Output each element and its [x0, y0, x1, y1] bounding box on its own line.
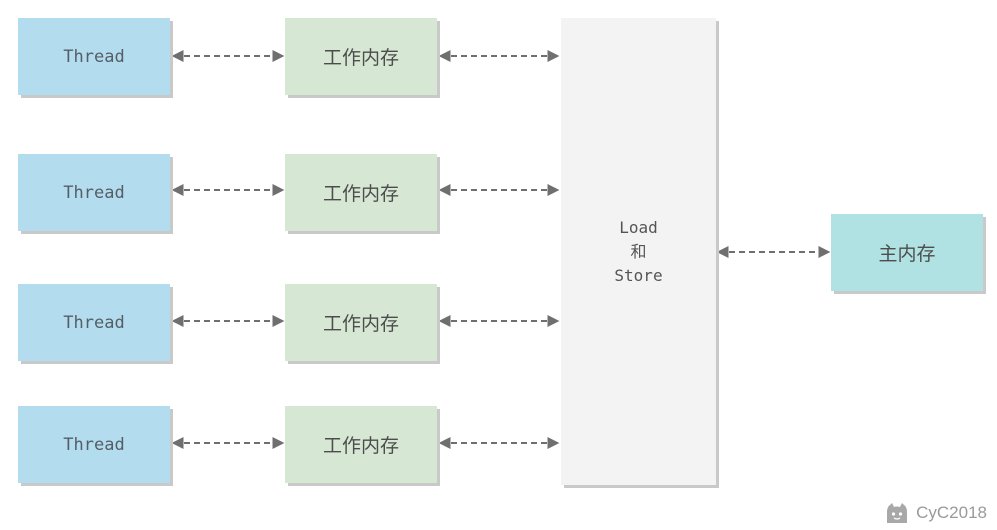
main-memory-label: 主内存 — [878, 243, 936, 265]
thread-box-3: Thread — [18, 284, 170, 361]
thread-label-1: Thread — [63, 46, 125, 67]
working-memory-label-2: 工作内存 — [322, 183, 399, 205]
watermark-text: CyC2018 — [916, 503, 987, 522]
working-memory-box-1: 工作内存 — [285, 18, 437, 95]
working-memory-label-1: 工作内存 — [322, 47, 399, 69]
thread-box-4: Thread — [18, 406, 170, 483]
thread-box-1: Thread — [18, 18, 170, 95]
watermark: CyC2018 — [884, 502, 987, 524]
working-memory-label-4: 工作内存 — [322, 435, 399, 457]
working-memory-box-4: 工作内存 — [285, 406, 437, 483]
main-memory-box: 主内存 — [831, 214, 983, 291]
load-store-line-2: 和 — [630, 241, 647, 261]
thread-label-3: Thread — [63, 312, 125, 333]
load-store-line-3: Store — [614, 265, 663, 285]
working-memory-box-3: 工作内存 — [285, 284, 437, 361]
load-store-line-1: Load — [619, 217, 658, 237]
load-store-box: Load 和 Store — [561, 18, 716, 485]
thread-label-4: Thread — [63, 434, 125, 455]
thread-box-2: Thread — [18, 154, 170, 231]
github-octocat-icon — [887, 503, 908, 523]
thread-label-2: Thread — [63, 182, 125, 203]
working-memory-box-2: 工作内存 — [285, 154, 437, 231]
working-memory-label-3: 工作内存 — [322, 313, 399, 335]
